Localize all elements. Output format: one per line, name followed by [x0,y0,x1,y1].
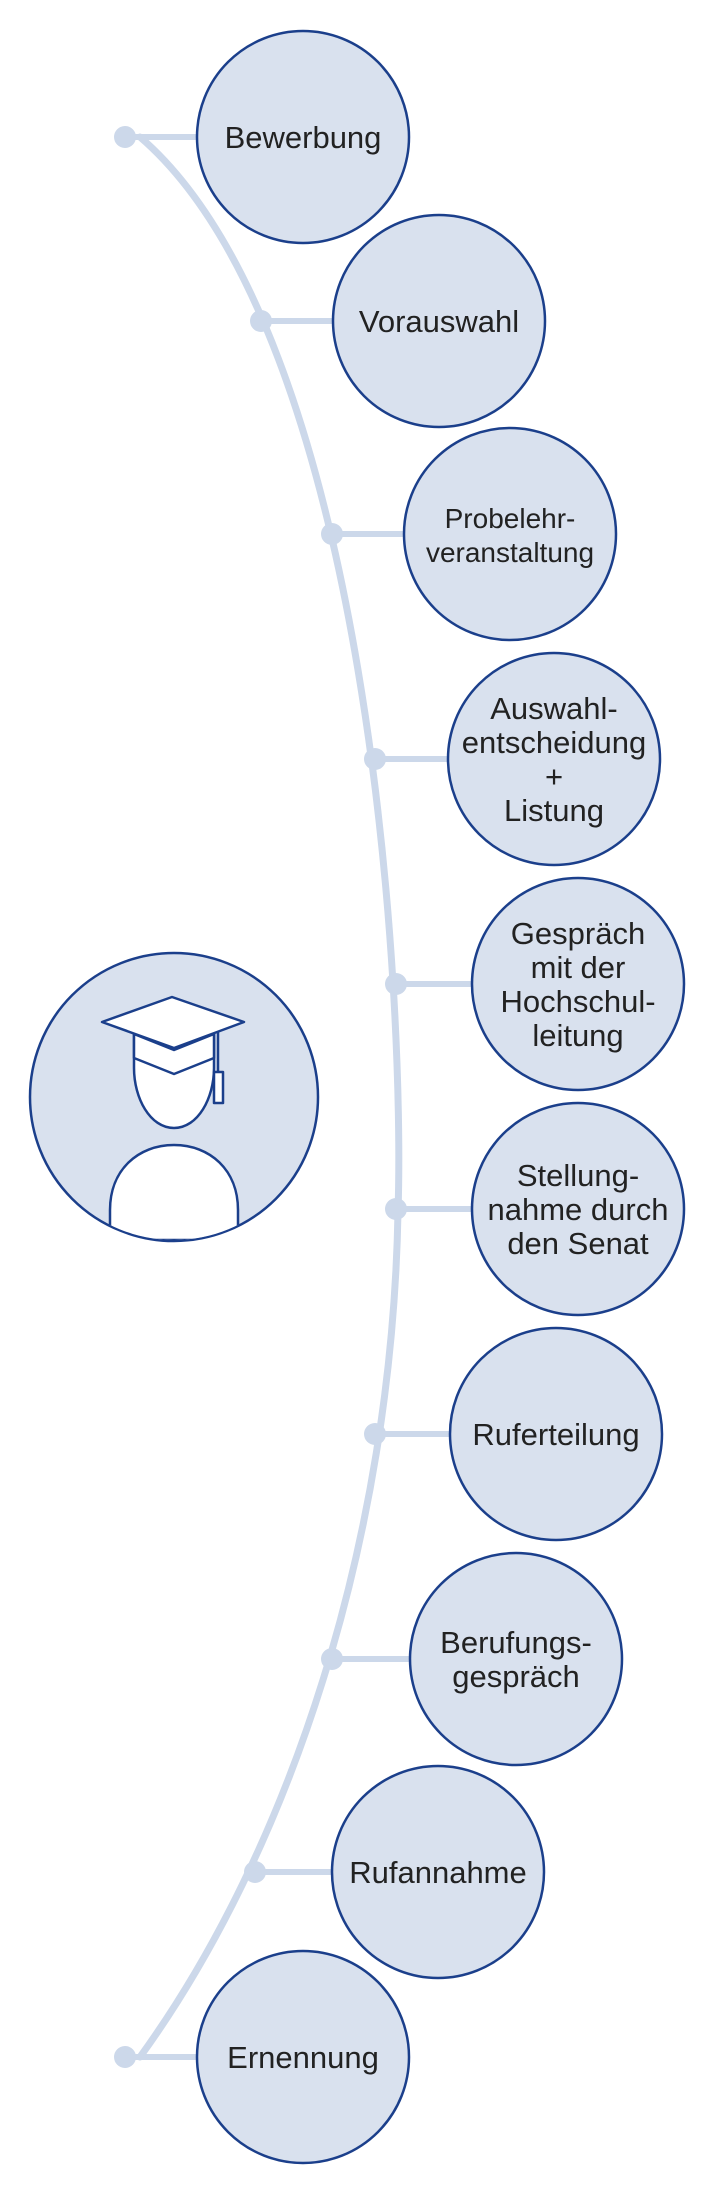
step-circle [195,29,411,245]
anchor-dot-bewerbung [114,126,136,148]
step-label-line: Ernennung [227,2040,379,2075]
graduate-cap-board [100,995,246,1050]
step-rufannahme: Rufannahme [330,1764,546,1980]
anchor-dot-ruferteilung [364,1423,386,1445]
step-bewerbung: Bewerbung [195,29,411,245]
step-berufungsgespraech: Berufungs-gespräch [408,1551,624,1767]
step-label-line: nahme durch [488,1192,669,1227]
step-label-line: Rufannahme [349,1855,527,1890]
step-label-line: Stellung- [517,1158,639,1193]
timeline-arc [136,133,403,2061]
step-label-line: Listung [504,793,604,828]
anchor-dot-probelehrveranstaltung [321,523,343,545]
step-label-line: mit der [531,950,626,985]
step-label-line: leitung [532,1018,623,1053]
step-label-line: veranstaltung [426,537,594,568]
graduate-icon [100,995,246,1240]
step-circle [408,1551,624,1767]
step-list: BewerbungVorauswahlProbelehr-veranstaltu… [195,29,686,2165]
step-label-line: Vorauswahl [359,304,519,339]
step-label: Ernennung [227,2040,379,2075]
anchor-dot-rufannahme [244,1861,266,1883]
graduate-body [108,1143,240,1240]
step-probelehrveranstaltung: Probelehr-veranstaltung [402,426,618,642]
step-label-line: gespräch [452,1659,580,1694]
step-auswahlentscheidung: Auswahl-entscheidung+Listung [446,651,662,867]
step-label: Berufungs-gespräch [440,1625,592,1694]
step-label-line: + [545,759,563,794]
anchor-dot-ernennung [114,2046,136,2068]
anchor-dot-vorauswahl [250,310,272,332]
step-vorauswahl: Vorauswahl [331,213,547,429]
step-label-line: Probelehr- [445,503,576,534]
step-label: Probelehr-veranstaltung [426,503,594,568]
step-circle [402,426,618,642]
step-label: Auswahl-entscheidung+Listung [462,691,646,828]
anchor-dot-stellungnahme-senat [385,1198,407,1220]
step-label: Ruferteilung [472,1417,639,1452]
anchor-dot-gespraech-hochschulleitung [385,973,407,995]
graduate-avatar [28,951,320,1243]
step-ruferteilung: Ruferteilung [448,1326,664,1542]
anchor-dot-auswahlentscheidung [364,748,386,770]
step-label-line: Bewerbung [225,120,382,155]
step-label-line: Ruferteilung [472,1417,639,1452]
step-label-line: den Senat [507,1226,649,1261]
step-label-line: Auswahl- [490,691,618,726]
anchor-dot-berufungsgespraech [321,1648,343,1670]
step-label-line: Gespräch [511,916,645,951]
step-connectors [114,126,474,2068]
step-circle [446,651,662,867]
step-label: Vorauswahl [359,304,519,339]
cap-tassel [212,1070,225,1105]
step-circle [448,1326,664,1542]
step-label: Rufannahme [349,1855,527,1890]
step-label: Bewerbung [225,120,382,155]
step-circle [470,876,686,1092]
step-label-line: Berufungs- [440,1625,592,1660]
step-circle [470,1101,686,1317]
step-ernennung: Ernennung [195,1949,411,2165]
graduate-cap-band [132,1032,216,1076]
step-circle [195,1949,411,2165]
step-circle [331,213,547,429]
step-label-line: entscheidung [462,725,646,760]
step-circle [330,1764,546,1980]
step-label-line: Hochschul- [500,984,655,1019]
